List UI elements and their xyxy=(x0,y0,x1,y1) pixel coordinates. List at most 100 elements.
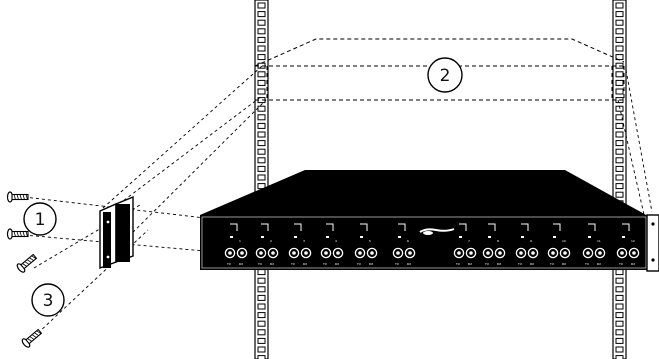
port-number: 5 xyxy=(369,239,371,243)
rail-hole xyxy=(257,174,266,181)
rail-hole xyxy=(257,294,266,301)
right-rack-rail xyxy=(612,0,627,359)
rx-label: RX xyxy=(239,262,243,266)
rx-label: RX xyxy=(497,262,501,266)
tx-label: TX xyxy=(549,262,554,266)
rail-hole xyxy=(615,165,624,172)
screw xyxy=(6,228,29,240)
port-led-bracket xyxy=(326,223,334,231)
rail-hole xyxy=(257,45,266,52)
rx-connector-core xyxy=(336,251,340,255)
tx-label: TX xyxy=(618,262,623,266)
rail-hole xyxy=(257,28,266,35)
tx-connector-core xyxy=(620,251,624,255)
rail-hole xyxy=(615,329,624,336)
rail-hole xyxy=(615,140,624,147)
rail-hole xyxy=(257,79,266,86)
port-led xyxy=(294,236,297,238)
port-number: 9 xyxy=(530,239,532,243)
rail-hole xyxy=(615,320,624,327)
callout-2: 2 xyxy=(427,57,463,93)
device-front-panel xyxy=(200,215,648,270)
tx-label: TX xyxy=(290,262,295,266)
port-number: 7 xyxy=(468,239,470,243)
tx-label: TX xyxy=(226,262,231,266)
rx-label: RX xyxy=(530,262,534,266)
rx-label: RX xyxy=(270,262,274,266)
rx-label: RX xyxy=(407,262,411,266)
rail-hole xyxy=(615,19,624,26)
rx-label: RX xyxy=(335,262,339,266)
tx-label: TX xyxy=(484,262,489,266)
port-led xyxy=(588,236,591,238)
port-led-bracket xyxy=(521,223,529,231)
rail-hole xyxy=(615,122,624,129)
device-top-panel xyxy=(200,170,648,216)
port-led xyxy=(488,236,491,238)
rail-hole xyxy=(615,269,624,276)
tx-connector-core xyxy=(259,251,263,255)
right-mounting-bracket xyxy=(646,214,659,272)
port-number: 2 xyxy=(270,239,272,243)
rx-connector-core xyxy=(469,251,473,255)
port-led-bracket xyxy=(230,223,238,231)
callout-3-number: 3 xyxy=(43,291,54,311)
rail-hole xyxy=(257,148,266,155)
rail-hole xyxy=(257,165,266,172)
rail-hole xyxy=(615,11,624,18)
rail-hole xyxy=(257,320,266,327)
port-led-bracket xyxy=(261,223,269,231)
rail-hole xyxy=(615,114,624,121)
rx-connector-core xyxy=(408,251,412,255)
tx-connector-core xyxy=(551,251,555,255)
rail-hole xyxy=(615,148,624,155)
rail-hole xyxy=(257,2,266,9)
tx-label: TX xyxy=(584,262,589,266)
rail-hole xyxy=(257,183,266,190)
rx-connector-core xyxy=(498,251,502,255)
tx-connector-core xyxy=(228,251,232,255)
port-led xyxy=(459,236,462,238)
rx-connector-core xyxy=(304,251,308,255)
rail-hole xyxy=(615,183,624,190)
rx-label: RX xyxy=(369,262,373,266)
rx-connector-core xyxy=(240,251,244,255)
rail-hole xyxy=(615,36,624,43)
tx-connector-core xyxy=(292,251,296,255)
rx-connector-core xyxy=(563,251,567,255)
rail-hole xyxy=(257,157,266,164)
port-led xyxy=(326,236,329,238)
port-number: 12 xyxy=(631,239,635,243)
port-led xyxy=(230,236,233,238)
rail-hole xyxy=(257,131,266,138)
rail-hole xyxy=(257,122,266,129)
rx-label: RX xyxy=(468,262,472,266)
rail-hole xyxy=(257,355,266,359)
callout-2-number: 2 xyxy=(440,66,451,86)
port-led-bracket xyxy=(294,223,302,231)
port-number: 4 xyxy=(335,239,337,243)
port-number: 3 xyxy=(303,239,305,243)
port-led-bracket xyxy=(553,223,561,231)
callout-1: 1 xyxy=(23,202,57,236)
rail-hole xyxy=(257,105,266,112)
tx-connector-core xyxy=(358,251,362,255)
tx-label: TX xyxy=(394,262,399,266)
rail-hole xyxy=(257,269,266,276)
rail-hole xyxy=(615,79,624,86)
rail-hole xyxy=(615,277,624,284)
screw xyxy=(16,253,38,273)
left-mounting-bracket xyxy=(99,195,134,270)
screw xyxy=(21,328,43,348)
port-led-bracket xyxy=(488,223,496,231)
tx-connector-core xyxy=(457,251,461,255)
